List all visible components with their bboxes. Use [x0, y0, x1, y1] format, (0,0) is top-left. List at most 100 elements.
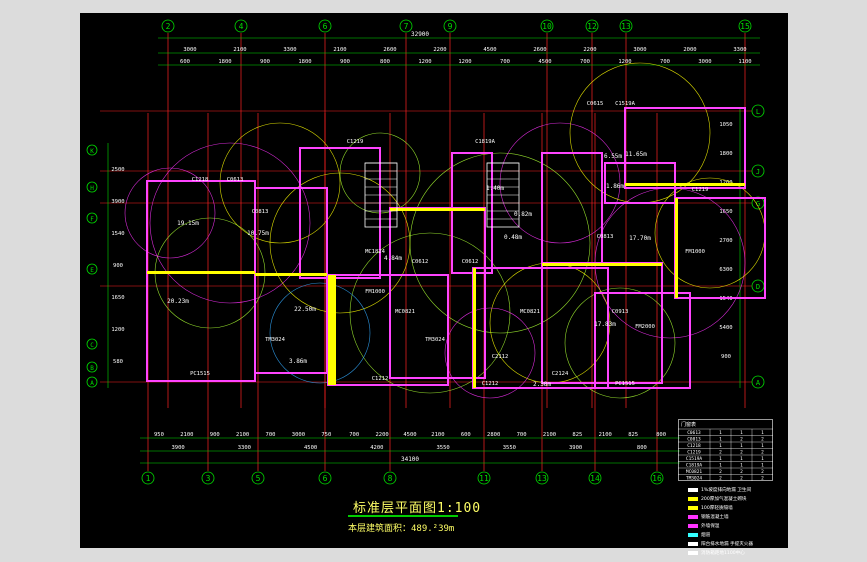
- room-label: TM3024: [265, 337, 286, 343]
- table-cell: 1: [740, 430, 743, 436]
- room-area: 0.48m: [504, 234, 522, 241]
- axis-label-bottom: 1: [146, 474, 151, 483]
- room-label: FM1000: [685, 249, 705, 255]
- dim-text-bottom: 2100: [599, 432, 612, 438]
- dim-text-top: 1200: [458, 59, 471, 65]
- room-area: 3.86m: [289, 358, 307, 365]
- room-area: 1.86m: [606, 183, 624, 190]
- dim-text-left: 2500: [111, 167, 124, 173]
- dim-text-right: 1050: [719, 122, 732, 128]
- dim-text-top: 2100: [233, 47, 246, 53]
- room-area: 0.82m: [514, 211, 532, 218]
- dim-text-top: 32900: [411, 31, 429, 38]
- axis-bubble-top-1: [234, 19, 248, 33]
- wall-block-12: [594, 292, 691, 389]
- dim-text-bottom: 3300: [238, 445, 251, 451]
- axis-bubble-top-8: [738, 19, 752, 33]
- table-cell: C1819A: [686, 463, 703, 469]
- dim-text-bottom: 600: [461, 432, 471, 438]
- dim-text-left: 1540: [111, 231, 124, 237]
- dim-text-top: 1800: [218, 59, 231, 65]
- door-swing-arc-1: [219, 122, 341, 244]
- door-swing-arc-4: [409, 152, 591, 334]
- axis-bubble-top-6: [585, 19, 599, 33]
- axis-bubble-top-5: [540, 19, 554, 33]
- dim-text-bottom: 2200: [375, 432, 388, 438]
- room-label: C1519A: [615, 101, 636, 107]
- room-label: MC0821: [395, 309, 415, 315]
- legend-text: 消防箱距地1100中心: [701, 550, 745, 556]
- axis-bubble-left-4: [86, 338, 98, 350]
- axis-label-top: 10: [542, 22, 552, 31]
- room-area: 17.70m: [629, 235, 651, 242]
- dim-text-bottom: 700: [349, 432, 359, 438]
- room-label: TM3024: [425, 337, 446, 343]
- axis-label-right: L: [756, 108, 760, 116]
- dim-text-left: 1650: [111, 295, 124, 301]
- door-swing-arc-0: [149, 142, 311, 304]
- table-header: 门窗表: [681, 421, 696, 428]
- dim-text-left: 1200: [111, 327, 124, 333]
- table-cell: 1: [719, 456, 722, 462]
- room-label: C1218: [192, 177, 209, 183]
- table-cell: 1: [719, 463, 722, 469]
- room-label: C0813: [597, 234, 614, 240]
- dim-text-bottom: 700: [517, 432, 527, 438]
- dim-text-bottom: 34100: [401, 456, 419, 463]
- dim-text-right: 900: [721, 354, 731, 360]
- axis-bubble-bottom-6: [535, 471, 549, 485]
- legend-swatch: [688, 523, 698, 528]
- axis-label-left: H: [90, 185, 94, 192]
- axis-label-top: 9: [448, 22, 453, 31]
- dim-text-bottom: 4500: [304, 445, 317, 451]
- dim-text-bottom: 2100: [236, 432, 249, 438]
- dim-text-top: 4500: [483, 47, 496, 53]
- axis-bubble-bottom-1: [201, 471, 215, 485]
- wall-fill-3: [542, 263, 662, 266]
- dim-text-top: 2100: [333, 47, 346, 53]
- door-swing-arc-13: [654, 177, 766, 289]
- dim-text-bottom: 800: [656, 432, 666, 438]
- axis-label-bottom: 3: [206, 474, 211, 483]
- axis-label-left: A: [90, 380, 94, 387]
- dim-text-right: 6300: [719, 267, 732, 273]
- axis-label-left: F: [90, 216, 94, 223]
- dim-text-top: 900: [340, 59, 350, 65]
- legend-row: 1%坡度排向地漏 卫生间: [688, 485, 788, 494]
- wall-fill-6: [390, 208, 485, 211]
- dim-text-top: 3000: [183, 47, 196, 53]
- room-label: C1212: [482, 381, 499, 387]
- dim-text-bottom: 3000: [292, 432, 305, 438]
- dim-text-top: 3300: [733, 47, 746, 53]
- dim-text-bottom: 2100: [180, 432, 193, 438]
- table-cell: 1: [761, 456, 764, 462]
- dim-text-right: 2700: [719, 238, 732, 244]
- axis-bubble-right-4: [751, 375, 765, 389]
- table-cell: 2: [740, 469, 743, 475]
- axis-label-bottom: 11: [479, 474, 489, 483]
- table-cell: C0613: [687, 430, 701, 436]
- table-cell: 1: [719, 443, 722, 449]
- room-label: MC1824: [365, 249, 386, 255]
- table-cell: C0813: [687, 437, 701, 443]
- table-cell: 2: [719, 476, 722, 482]
- room-area: 10.75m: [247, 230, 269, 237]
- wall-block-0: [146, 180, 256, 382]
- table-cell: 2: [740, 437, 743, 443]
- dim-text-top: 3000: [698, 59, 711, 65]
- table-border: [678, 419, 773, 481]
- dim-text-bottom: 4500: [403, 432, 416, 438]
- legend-text: 1%坡度排向地漏 卫生间: [701, 487, 752, 493]
- axis-label-right: G: [756, 200, 760, 208]
- dim-text-bottom: 3550: [437, 445, 450, 451]
- legend-row: 钢筋混凝土墙: [688, 512, 788, 521]
- dim-text-bottom: 3900: [569, 445, 582, 451]
- axis-bubble-bottom-3: [318, 471, 332, 485]
- axis-bubble-right-0: [751, 104, 765, 118]
- table-cell: C1218: [687, 443, 701, 449]
- door-swing-arc-10: [269, 282, 371, 384]
- room-label: FM2000: [635, 324, 655, 330]
- legend-swatch: [688, 496, 698, 501]
